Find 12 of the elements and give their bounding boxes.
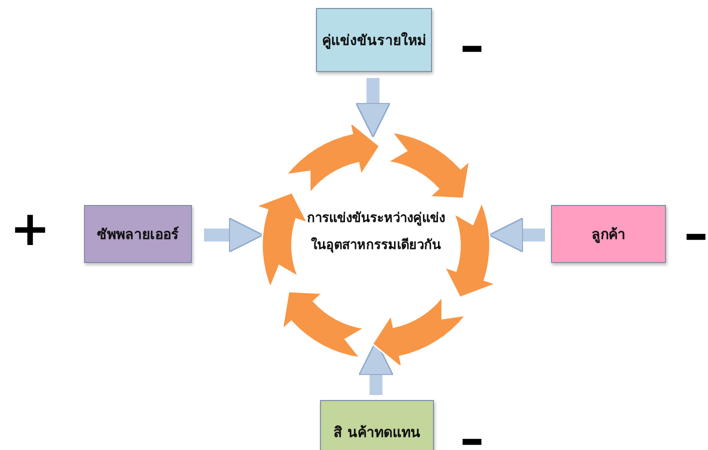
sign-label: – bbox=[460, 22, 484, 70]
cycle-label: การแข่งขันระหว่างคู่แข่งในอุตสาหกรรมเดียวกัน bbox=[306, 210, 446, 255]
force-box: สิ นค้าทดแทน bbox=[320, 400, 434, 450]
block-arrow bbox=[488, 217, 545, 253]
force-box: ซัพพลายเออร์ bbox=[84, 205, 192, 263]
block-arrow bbox=[355, 78, 391, 138]
force-box: ลูกค้า bbox=[551, 205, 666, 263]
sign-label: – bbox=[684, 210, 708, 258]
force-box: คู่แข่งขันรายใหม่ bbox=[316, 8, 432, 72]
block-arrow bbox=[204, 217, 264, 253]
sign-label: – bbox=[460, 415, 484, 450]
sign-label: + bbox=[10, 205, 50, 253]
